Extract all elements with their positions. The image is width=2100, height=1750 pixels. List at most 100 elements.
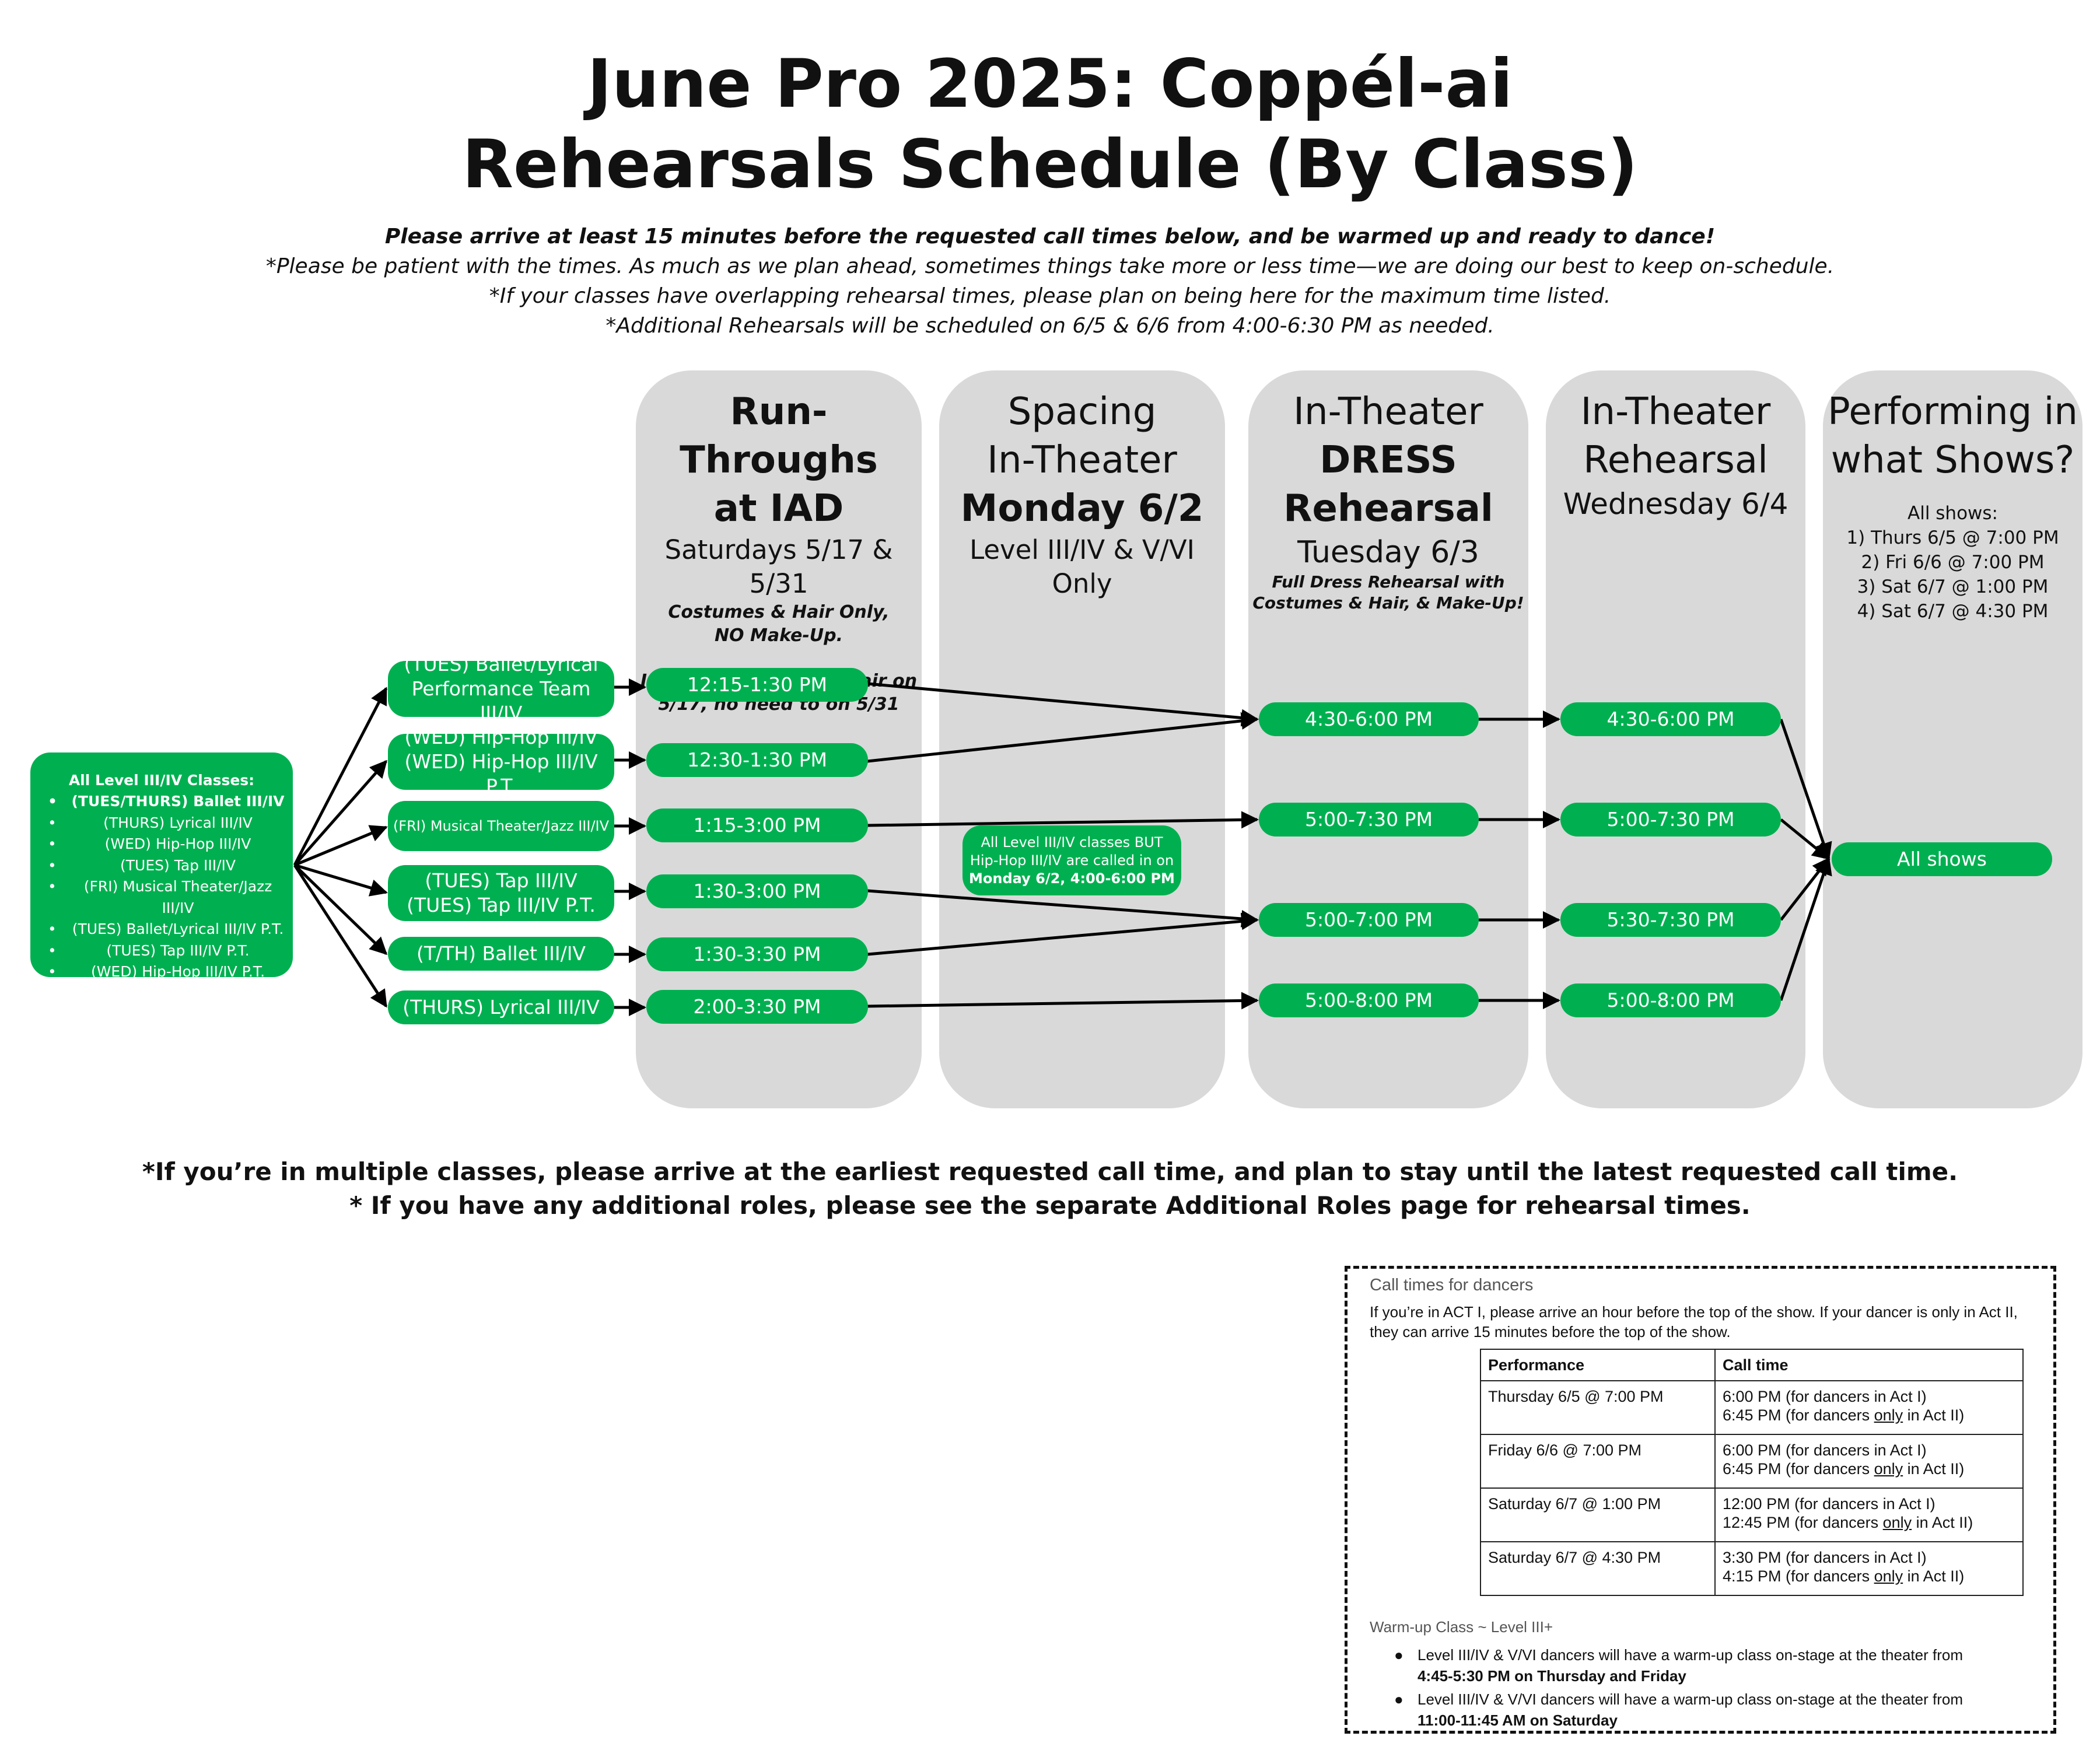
col-rehearsal-h2: Rehearsal (1583, 439, 1768, 482)
dress-time-4: 5:00-8:00 PM (1259, 984, 1479, 1017)
shows-label: All shows: (1908, 503, 1998, 524)
list-item: •(FRI) Musical Theater/Jazz III/IV (48, 878, 272, 916)
col-spacing-h3: Monday 6/2 (960, 487, 1204, 530)
intro-line-1: Please arrive at least 15 minutes before… (384, 225, 1716, 249)
col-spacing-h1: Spacing (1007, 390, 1157, 433)
col-runthrough-note2: NO Make-Up. (714, 625, 844, 646)
col-rehearsal-h1: In-Theater (1580, 390, 1771, 433)
table-header-call-time: Call time (1714, 1349, 2024, 1381)
arrow-all-to-c2 (293, 760, 387, 866)
intro-line-3: *If your classes have overlapping rehear… (489, 284, 1611, 308)
col-runthrough-note1: Costumes & Hair Only, (668, 602, 890, 622)
col-runthrough-h1: Run-Throughs (680, 390, 878, 482)
title-line-2: Rehearsals Schedule (By Class) (462, 125, 1638, 203)
rehearsal-time-4: 5:00-8:00 PM (1560, 984, 1781, 1017)
intro-line-2: *Please be patient with the times. As mu… (265, 254, 1835, 278)
col-spacing-sub: Level III/IV & V/VI Only (970, 534, 1195, 599)
dress-time-3: 5:00-7:00 PM (1259, 903, 1479, 937)
rehearsal-time-1: 4:30-6:00 PM (1560, 702, 1781, 736)
arrow-rt1-d1 (867, 682, 1259, 727)
list-item: •(TUES) Tap III/IV (48, 856, 236, 874)
col-runthrough-date: Saturdays 5/17 & 5/31 (664, 534, 893, 599)
spacing-note: All Level III/IV classes BUT Hip-Hop III… (963, 825, 1181, 895)
table-row: Friday 6/6 @ 7:00 PM 6:00 PM (for dancer… (1480, 1434, 2024, 1489)
warmup-list: ● Level III/IV & V/VI dancers will have … (1394, 1644, 2042, 1731)
call-times-box: Call times for dancers If you’re in ACT … (1345, 1266, 2056, 1734)
show-item-1: 1) Thurs 6/5 @ 7:00 PM (1846, 527, 2059, 548)
show-item-3: 3) Sat 6/7 @ 1:00 PM (1857, 576, 2049, 597)
arrow-rt4-d3 (867, 889, 1259, 928)
arrow-all-to-c4 (294, 863, 388, 897)
title-line-1: June Pro 2025: Coppél-ai (587, 45, 1513, 123)
rehearsal-time-3: 5:30-7:30 PM (1560, 903, 1781, 937)
dress-time-2: 5:00-7:30 PM (1259, 803, 1479, 836)
runthrough-time-6: 2:00-3:30 PM (646, 990, 868, 1024)
arrow-r2-shows (1780, 818, 1831, 860)
shows-list: All shows: 1) Thurs 6/5 @ 7:00 PM 2) Fri… (1823, 501, 2082, 624)
runthrough-time-1: 12:15-1:30 PM (646, 668, 868, 702)
runthrough-time-2: 12:30-1:30 PM (646, 743, 868, 777)
col-shows-h2: what Shows? (1831, 439, 2075, 482)
col-dress-date: Tuesday 6/3 (1297, 535, 1479, 570)
list-item: •(WED) Hip-Hop III/IV P.T. (48, 963, 265, 980)
col-shows-h1: Performing in (1828, 390, 2078, 433)
arrow-all-to-c1 (293, 687, 388, 866)
class-pill-hiphop: (WED) Hip-Hop III/IV(WED) Hip-Hop III/IV… (388, 726, 614, 797)
footer-line-2: * If you have any additional roles, plea… (349, 1191, 1751, 1220)
col-dress-h2: DRESS (1320, 439, 1457, 482)
dress-time-1: 4:30-6:00 PM (1259, 702, 1479, 736)
class-pill-lyrical: (THURS) Lyrical III/IV (388, 991, 614, 1024)
col-dress-note2: Costumes & Hair, & Make-Up! (1252, 593, 1524, 612)
list-item: ● Level III/IV & V/VI dancers will have … (1394, 1690, 1963, 1729)
runthrough-time-5: 1:30-3:30 PM (646, 937, 868, 971)
show-item-2: 2) Fri 6/6 @ 7:00 PM (1861, 552, 2045, 573)
call-times-table: Performance Call time Thursday 6/5 @ 7:0… (1480, 1349, 2024, 1596)
col-rehearsal-date: Wednesday 6/4 (1563, 487, 1788, 521)
list-item: •(TUES) Tap III/IV P.T. (48, 942, 250, 959)
arrow-all-to-c5 (293, 864, 388, 956)
arrow-all-to-c6 (293, 864, 388, 1008)
class-pill-musical-theater: (FRI) Musical Theater/Jazz III/IV (388, 801, 614, 851)
column-shows: Performing in what Shows? All shows: 1) … (1823, 370, 2082, 1108)
runthrough-time-3: 1:15-3:00 PM (646, 808, 868, 842)
arrow-r3-shows (1780, 857, 1830, 921)
arrow-r1-shows (1779, 719, 1832, 860)
col-dress-note1: Full Dress Rehearsal with (1272, 572, 1505, 592)
arrow-all-to-c3 (294, 825, 388, 867)
list-item: •(WED) Hip-Hop III/IV (48, 835, 251, 852)
footer-line-1: *If you’re in multiple classes, please a… (142, 1157, 1958, 1186)
call-times-heading: Call times for dancers (1370, 1276, 1534, 1294)
all-shows-pill: All shows (1832, 842, 2052, 876)
col-dress-h3: Rehearsal (1283, 487, 1493, 530)
arrow-r4-shows (1779, 857, 1832, 1001)
list-item: ● Level III/IV & V/VI dancers will have … (1394, 1646, 1963, 1685)
col-dress-h1: In-Theater (1293, 390, 1483, 433)
footer-notes: *If you’re in multiple classes, please a… (0, 1155, 2100, 1223)
arrow-rt5-d3 (867, 912, 1259, 956)
col-runthrough-h2: at IAD (713, 487, 844, 530)
list-item: •(THURS) Lyrical III/IV (48, 814, 253, 831)
class-pill-tap: (TUES) Tap III/IV(TUES) Tap III/IV P.T. (388, 865, 614, 921)
list-item: •(TUES/THURS) Ballet III/IV (48, 793, 285, 810)
table-row: Saturday 6/7 @ 1:00 PM 12:00 PM (for dan… (1480, 1488, 2024, 1542)
arrow-rt2-d1 (867, 712, 1259, 763)
class-pill-ballet: (T/TH) Ballet III/IV (388, 937, 614, 971)
intro-line-4: *Additional Rehearsals will be scheduled… (606, 314, 1494, 338)
intro-notes: Please arrive at least 15 minutes before… (0, 222, 2100, 341)
runthrough-time-4: 1:30-3:00 PM (646, 874, 868, 908)
call-times-text: If you’re in ACT I, please arrive an hou… (1370, 1303, 2018, 1340)
all-classes-box: All Level III/IV Classes: •(TUES/THURS) … (30, 752, 293, 980)
all-classes-title: All Level III/IV Classes: (68, 772, 255, 789)
column-run-throughs: Run-Throughs at IAD Saturdays 5/17 & 5/3… (636, 370, 922, 1108)
rehearsal-time-2: 5:00-7:30 PM (1560, 803, 1781, 836)
page-title: June Pro 2025: Coppél-ai Rehearsals Sche… (0, 44, 2100, 205)
table-row: Thursday 6/5 @ 7:00 PM 6:00 PM (for danc… (1480, 1380, 2024, 1435)
warmup-heading: Warm-up Class ~ Level III+ (1370, 1618, 1553, 1636)
col-spacing-h2: In-Theater (987, 439, 1177, 482)
table-row: Saturday 6/7 @ 4:30 PM 3:30 PM (for danc… (1480, 1541, 2024, 1596)
arrow-rt3-d2 (867, 811, 1259, 829)
list-item: •(TUES) Ballet/Lyrical III/IV P.T. (48, 921, 284, 937)
arrow-rt6-d4 (867, 992, 1259, 1010)
